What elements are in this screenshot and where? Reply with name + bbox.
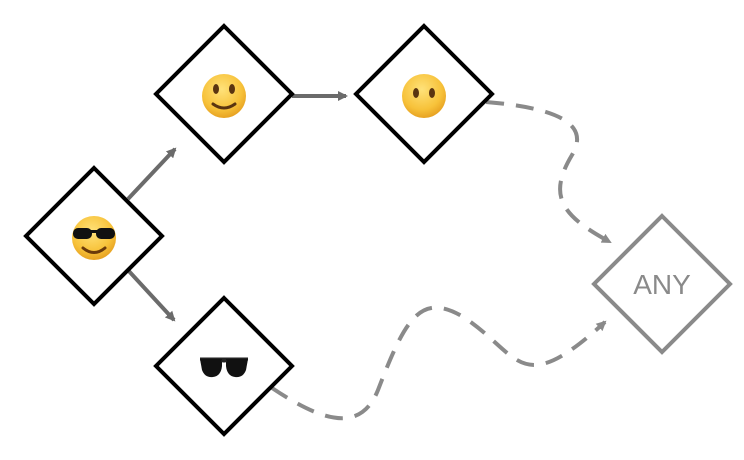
- node-smile: [153, 23, 295, 165]
- face-without-mouth-icon: [402, 74, 446, 118]
- node-cool: [23, 165, 165, 307]
- edge-glasses-to-any: [270, 305, 607, 421]
- any-label: ANY: [633, 269, 691, 300]
- sunglasses-icon: [200, 357, 248, 378]
- node-blank: [353, 23, 495, 165]
- node-glasses: [153, 295, 295, 437]
- edge-blank-to-any: [485, 100, 612, 244]
- edge-cool-to-smile: [126, 147, 177, 201]
- node-any: ANY: [591, 213, 733, 355]
- edge-cool-to-glasses: [124, 266, 176, 322]
- smiling-face-with-sunglasses-icon: [72, 216, 116, 260]
- slightly-smiling-face-icon: [202, 74, 246, 118]
